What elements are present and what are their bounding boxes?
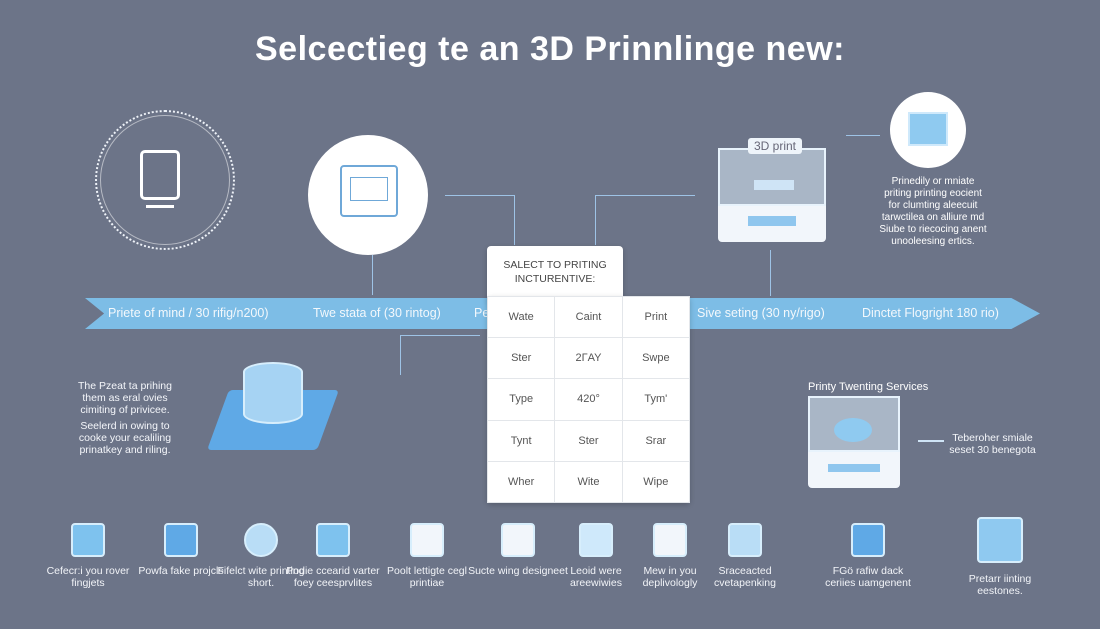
feature-label: Fifelct wite printing short. [217, 565, 305, 589]
printer-label: 3D print [748, 138, 803, 154]
table-cell[interactable]: Wite [554, 460, 623, 504]
table-cell[interactable]: Wher [486, 460, 556, 504]
services-printer-icon [808, 396, 900, 490]
feature-label: Sucte wing designeet [468, 565, 568, 577]
banner-step: Priete of mind / 30 rifig/n200) [108, 306, 269, 320]
left-text-2: Seelerd in owing to cooke your ecaliling… [78, 420, 172, 456]
table-cell[interactable]: Print [621, 295, 691, 339]
banner-step: Pe [474, 306, 490, 320]
dotted-ring [95, 110, 235, 250]
banner-step: Dinctet Flogright 180 rio) [862, 306, 999, 320]
cylinder-icon [243, 362, 303, 424]
feature-cube-icon [244, 523, 278, 557]
feature-cube-icon [977, 517, 1023, 563]
printer-outline-icon [340, 165, 398, 217]
table-cell[interactable]: 420° [554, 378, 623, 421]
banner-step: Sive seting (30 ny/rigo) [697, 306, 825, 320]
feature-label: Mew in you deplivologly [642, 565, 698, 589]
feature-label: Podie ccearid varter foey ceesprvlites [286, 565, 380, 589]
table-cell[interactable]: Srar [621, 419, 691, 462]
table-cell[interactable]: Caint [554, 295, 623, 339]
left-text-1: The Pzeat ta prihing them as eral ovies … [78, 380, 172, 416]
feature-label: Poolt lettigte cegl printiae [387, 565, 467, 589]
connector [846, 135, 880, 187]
tablet-stand [146, 205, 174, 208]
table-cell[interactable]: Type [486, 378, 556, 421]
page-title: Selcectieg te an 3D Prinnlinge new: [255, 30, 845, 68]
arrow-icon [918, 440, 944, 442]
table-cell[interactable]: Wate [486, 295, 556, 339]
feature-label: Leoid were areewiwies [570, 565, 622, 589]
connector [770, 250, 771, 296]
feature-cube-icon [501, 523, 535, 557]
connector [400, 335, 480, 375]
printer-device-icon [718, 148, 826, 244]
feature-label: Pretarr iinting eestones. [968, 573, 1032, 597]
table-cell[interactable]: Wipe [621, 460, 691, 504]
table-cell[interactable]: Ster [486, 337, 556, 380]
connector [445, 195, 515, 245]
right-text: Prinedily or mniate priting printing eoc… [879, 176, 987, 247]
tablet-icon [140, 150, 180, 200]
feature-cube-icon [851, 523, 885, 557]
table-cell[interactable]: Tym' [621, 378, 691, 421]
banner-step: Twe stata of (30 rintog) [313, 306, 441, 320]
services-title: Printy Twenting Services [808, 381, 929, 393]
ring-inner [100, 115, 230, 245]
cubes-icon [908, 112, 948, 146]
table-cell[interactable]: Swpe [621, 337, 691, 380]
table-header-card: SALECT TO PRITING INCTURENTIVE: [487, 246, 623, 302]
feature-cube-icon [653, 523, 687, 557]
feature-cube-icon [71, 523, 105, 557]
printer-circle [308, 135, 428, 255]
services-side-text: Teberoher smiale seset 30 benegota [949, 432, 1036, 456]
connector [595, 195, 695, 245]
feature-cube-icon [579, 523, 613, 557]
table-cell[interactable]: Tynt [486, 419, 556, 462]
feature-label: Powfa fake projcls [138, 565, 224, 577]
feature-cube-icon [164, 523, 198, 557]
feature-label: Sraceacted cvetapenking [714, 565, 776, 589]
feature-cube-icon [410, 523, 444, 557]
connector [372, 255, 373, 295]
feature-cube-icon [728, 523, 762, 557]
feature-cube-icon [316, 523, 350, 557]
table-cell[interactable]: Ster [554, 419, 623, 462]
feature-label: Cefecr:i you rover fingjets [46, 565, 130, 589]
table-cell[interactable]: 2ΓAY [554, 337, 623, 380]
feature-label: FGö rafiw dack ceriies uamgenent [825, 565, 911, 589]
